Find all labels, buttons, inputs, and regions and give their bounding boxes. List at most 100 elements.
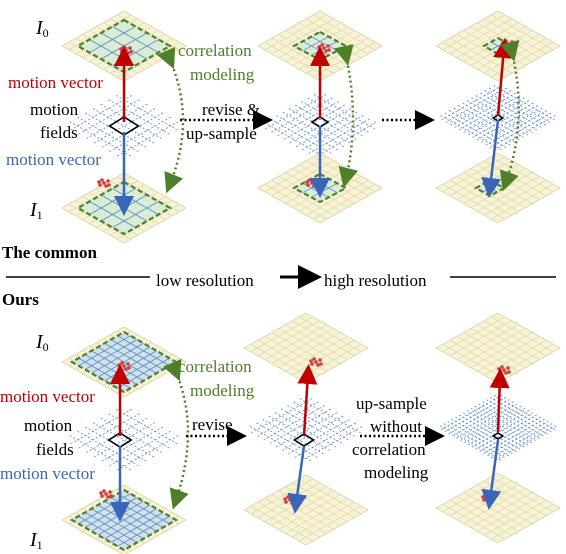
- bottom-col3-image-i0-grid-line: [463, 328, 526, 364]
- bottom-col2-image-i0-grid-line: [278, 332, 341, 368]
- top-col1-image-i0-grid-line: [116, 14, 180, 51]
- bottom-col1-dots-i1-dot: [108, 490, 112, 494]
- top-col2-image-i1-grid-line: [271, 179, 334, 216]
- bottom-col2-dots-i0-dot: [318, 358, 322, 362]
- bottom-col3-image-i1-grid-line: [484, 480, 547, 517]
- bottom-col3-red-vector: [489, 368, 510, 433]
- bottom-col1-dots-i1-dot: [106, 495, 110, 499]
- bottom-col2-image-i1-grid-line: [298, 505, 362, 542]
- top-col2-image-i1-grid-line: [264, 156, 328, 193]
- top-col3-image-i1-grid-line: [484, 179, 547, 216]
- bottom-col1-dots-i1-dot: [109, 494, 113, 498]
- bottom-col2-dots-i1-dot: [292, 496, 296, 500]
- bottom-modeling-label: modeling: [190, 381, 255, 400]
- bottom-col2-image-i0-grid-line: [250, 316, 314, 353]
- bottom-col1-region-i1-border: [69, 488, 179, 552]
- bottom-col3-blue-vector: [481, 439, 502, 510]
- bottom-col2-image-i0-grid-line: [285, 335, 348, 372]
- bottom-col2-image-i0-grid-line: [298, 316, 362, 353]
- top-col1-dots-i1-dot: [102, 181, 106, 185]
- top-col2-image-i0-grid-line: [312, 14, 376, 51]
- bottom-col3-image-i1-grid-line: [449, 499, 512, 536]
- top-col2-dots-i0-dot: [327, 48, 331, 52]
- bottom-col3-image-i1-grid-line: [456, 495, 519, 532]
- top-col1-image-i0-grid-line: [68, 41, 132, 78]
- bottom-image-i0-label: I0: [36, 331, 49, 354]
- top-col2-image-i1-grid-line: [271, 160, 334, 197]
- bottom-col2-image-i0-grid-line: [271, 328, 334, 364]
- bottom-col1-dots-i1: [99, 489, 113, 499]
- bottom-col3-image-i1-grid-line: [442, 503, 506, 540]
- bottom-col2-dots-i0-dot: [314, 360, 318, 364]
- bottom-col1-dots-i1-dot: [102, 489, 106, 493]
- bottom-col3-image-i0-grid-line: [490, 316, 554, 353]
- bottom-col3-image-i1-shape: [435, 472, 561, 544]
- top-col3-motion-field-grid-line: [449, 110, 512, 146]
- the-common-heading: The common: [2, 243, 97, 262]
- bottom-col2-image-i0: [243, 312, 369, 384]
- bottom-col3-dots-i1-dot: [481, 495, 485, 499]
- ours-heading: Ours: [2, 290, 39, 309]
- top-col2-dots-i1-dot: [308, 178, 312, 182]
- top-correlation-label: correlation: [178, 41, 252, 60]
- top-fields-label: fields: [40, 123, 78, 142]
- bottom-col1-region-i1: [69, 488, 179, 552]
- bottom-col3-dots-i0-dot: [506, 366, 510, 370]
- top-col2-motion-field-grid-line: [270, 97, 333, 134]
- top-col2-image-i0-grid-line: [271, 18, 334, 55]
- bottom-col2-image-i0-grid-line: [292, 320, 355, 357]
- low-resolution-label: low resolution: [156, 271, 254, 290]
- top-motion-vector-red-label: motion vector: [8, 73, 103, 92]
- bottom-col1-dots-i0-dot: [117, 363, 121, 367]
- bottom-col2-blue-vector: [287, 445, 308, 514]
- upsample-line2: without: [370, 417, 422, 436]
- bottom-col2-image-i1-grid-line: [257, 501, 320, 538]
- bottom-col2-motion-field-grid-line: [293, 401, 356, 438]
- top-col1-correlation-arc: [156, 46, 185, 194]
- top-col3-motion-field: [440, 85, 556, 151]
- bottom-col1-dots-i0-dot: [127, 366, 131, 370]
- bottom-col3-image-i1: [435, 472, 561, 544]
- top-col1-dots-i1-dot: [98, 183, 102, 187]
- top-col3-dots-i0-dot: [504, 39, 508, 43]
- bottom-col2-dots-i1-dot: [283, 497, 287, 501]
- bottom-col3-image-i1-grid-line: [470, 488, 533, 524]
- top-col1-dots-i0-dot: [128, 46, 132, 50]
- top-col3-correlation-arc: [499, 39, 520, 192]
- bottom-col2-image-i0-shape: [243, 312, 369, 384]
- top-revise-label: revise &: [202, 100, 261, 119]
- bottom-col3-motion-field-grid-line: [455, 403, 518, 440]
- bottom-col2-image-i1-grid-line: [250, 478, 314, 515]
- top-col2-image-i0-grid-line: [264, 41, 328, 78]
- top-col2-region-i0-grid-line: [302, 36, 329, 52]
- bottom-col3-selected-cell: [491, 432, 505, 440]
- bottom-col1-region-i1-grid-line: [78, 515, 131, 547]
- upsample-line1: up-sample: [356, 394, 427, 413]
- top-col2-dots-i0-dot: [322, 46, 326, 50]
- top-col1-image-i1-grid-line: [116, 203, 180, 240]
- top-col1-image-i1-grid-line: [68, 176, 132, 213]
- top-modeling-label: modeling: [190, 65, 255, 84]
- top-upsample-label: up-sample: [186, 124, 257, 143]
- top-col3-image-i1-grid-line: [442, 183, 506, 220]
- upsample-line4: modeling: [364, 463, 429, 482]
- top-col1-region-i1-border: [75, 180, 173, 236]
- bottom-col2-image-i0-grid-line: [257, 320, 320, 357]
- top-col2-dots-i1-dot: [315, 183, 319, 187]
- top-col2-correlation-arc: [334, 44, 359, 188]
- top-motion-label: motion: [30, 100, 79, 119]
- top-col3-image-i0-grid-line: [442, 41, 506, 78]
- top-col3-motion-field-grid-line: [444, 87, 508, 124]
- bottom-col3-image-i1-grid-line: [477, 495, 540, 532]
- top-col2-selected-cell: [310, 116, 330, 128]
- top-col2-image-i0-grid-line: [271, 37, 334, 74]
- top-col1-dots-i0-dot: [122, 45, 126, 49]
- bottom-col3-dots-i1-dot: [484, 493, 488, 497]
- bottom-col2-dots-i1-dot: [286, 495, 290, 499]
- bottom-col3-image-i0-grid-line: [442, 316, 506, 353]
- bottom-col3-image-i0: [435, 312, 561, 384]
- top-col1-image-i1-grid-line: [116, 176, 180, 213]
- top-col3-image-i1-grid-line: [490, 183, 554, 220]
- top-col2-dots-i1-dot: [314, 179, 318, 183]
